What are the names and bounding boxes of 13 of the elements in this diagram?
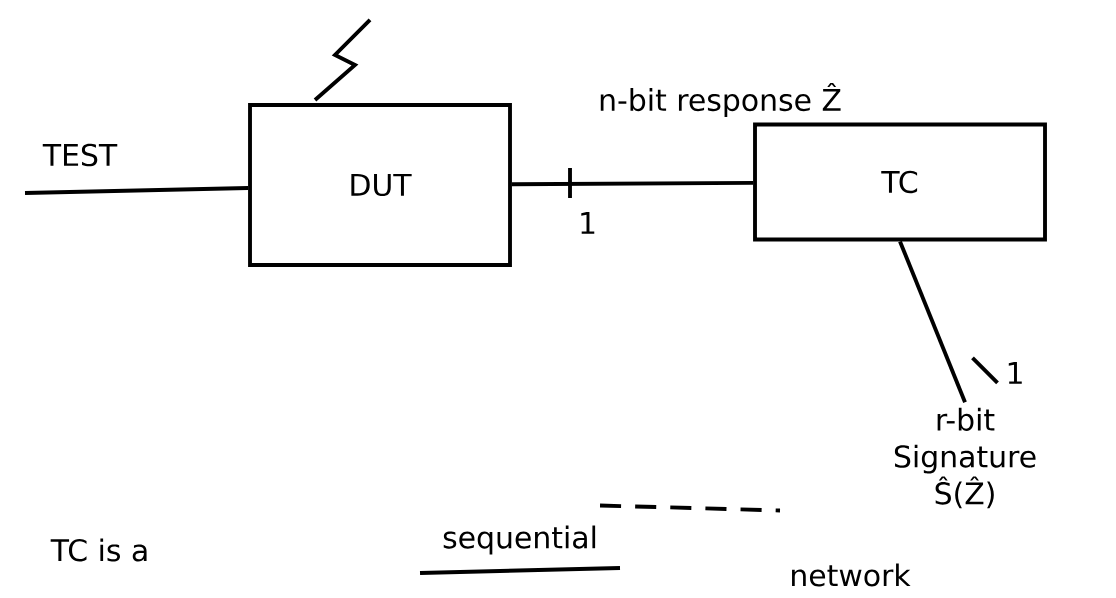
box: DUT: [248, 103, 512, 267]
line: [898, 240, 967, 404]
tick-label: 1: [581, 212, 595, 234]
tick-label: 1: [1008, 362, 1022, 384]
box: TC: [753, 122, 1047, 242]
line: [24, 186, 249, 195]
note-text: network: [792, 563, 911, 587]
edge-label: TEST: [41, 141, 119, 169]
line: [511, 180, 754, 187]
note-text: TC is a: [50, 538, 147, 562]
edge-label: n-bit response Ẑ: [596, 81, 844, 119]
note-text: sequential: [443, 525, 596, 555]
signature-text: r-bit Signature Ŝ(Ẑ): [894, 407, 1036, 509]
